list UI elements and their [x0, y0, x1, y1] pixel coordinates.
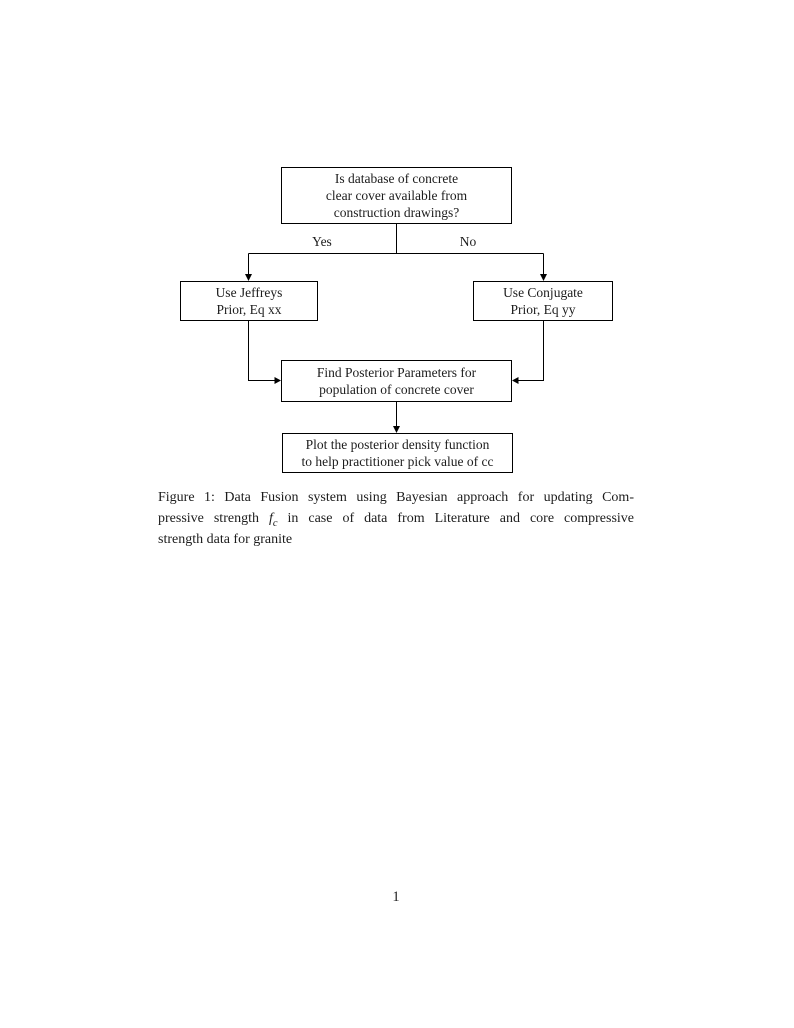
- arrowhead-posterior-to-plot: [393, 426, 400, 433]
- arrowhead-conjugate-to-posterior: [512, 377, 519, 384]
- conjugate-prior-box-line: Prior, Eq yy: [510, 302, 576, 317]
- posterior-parameters-box: Find Posterior Parameters for population…: [281, 360, 512, 402]
- figure-caption-line: Figure 1: Data Fusion system using Bayes…: [158, 490, 634, 505]
- caption-math-fc: fc: [268, 510, 278, 529]
- posterior-parameters-box-line: Find Posterior Parameters for: [316, 365, 477, 380]
- plot-density-box: Plot the posterior density function to h…: [282, 433, 513, 473]
- plot-density-box-line: Plot the posterior density function: [305, 437, 490, 452]
- edge-conjugate-to-posterior: [518, 321, 544, 381]
- question-box-line: Is database of concrete: [334, 171, 459, 186]
- no-branch-label: No: [459, 234, 477, 249]
- jeffreys-prior-box-line: Use Jeffreys: [215, 285, 283, 300]
- arrowhead-yes: [245, 274, 252, 281]
- page-number: 1: [392, 889, 400, 905]
- question-box: Is database of concrete clear cover avai…: [281, 167, 512, 224]
- conjugate-prior-box: Use Conjugate Prior, Eq yy: [473, 281, 613, 321]
- jeffreys-prior-box: Use Jeffreys Prior, Eq xx: [180, 281, 318, 321]
- figure-caption-line: pressive strength fc in case of data fro…: [158, 509, 634, 530]
- caption-text: in case of data from Literature and core…: [277, 510, 634, 526]
- arrowhead-no: [540, 274, 547, 281]
- edge-jeffreys-to-posterior: [248, 321, 275, 381]
- jeffreys-prior-box-line: Prior, Eq xx: [216, 302, 282, 317]
- plot-density-box-line: to help practitioner pick value of cc: [301, 454, 494, 469]
- edge-question-branch: [248, 224, 544, 254]
- conjugate-prior-box-line: Use Conjugate: [503, 285, 583, 300]
- figure-caption-line: strength data for granite: [158, 531, 293, 547]
- question-box-line: construction drawings?: [333, 205, 460, 220]
- figure-caption: Figure 1: Data Fusion system using Bayes…: [158, 488, 634, 550]
- question-box-line: clear cover available from: [325, 188, 468, 203]
- posterior-parameters-box-line: population of concrete cover: [319, 382, 474, 397]
- yes-branch-label: Yes: [312, 234, 332, 249]
- caption-text: pressive strength: [158, 510, 269, 526]
